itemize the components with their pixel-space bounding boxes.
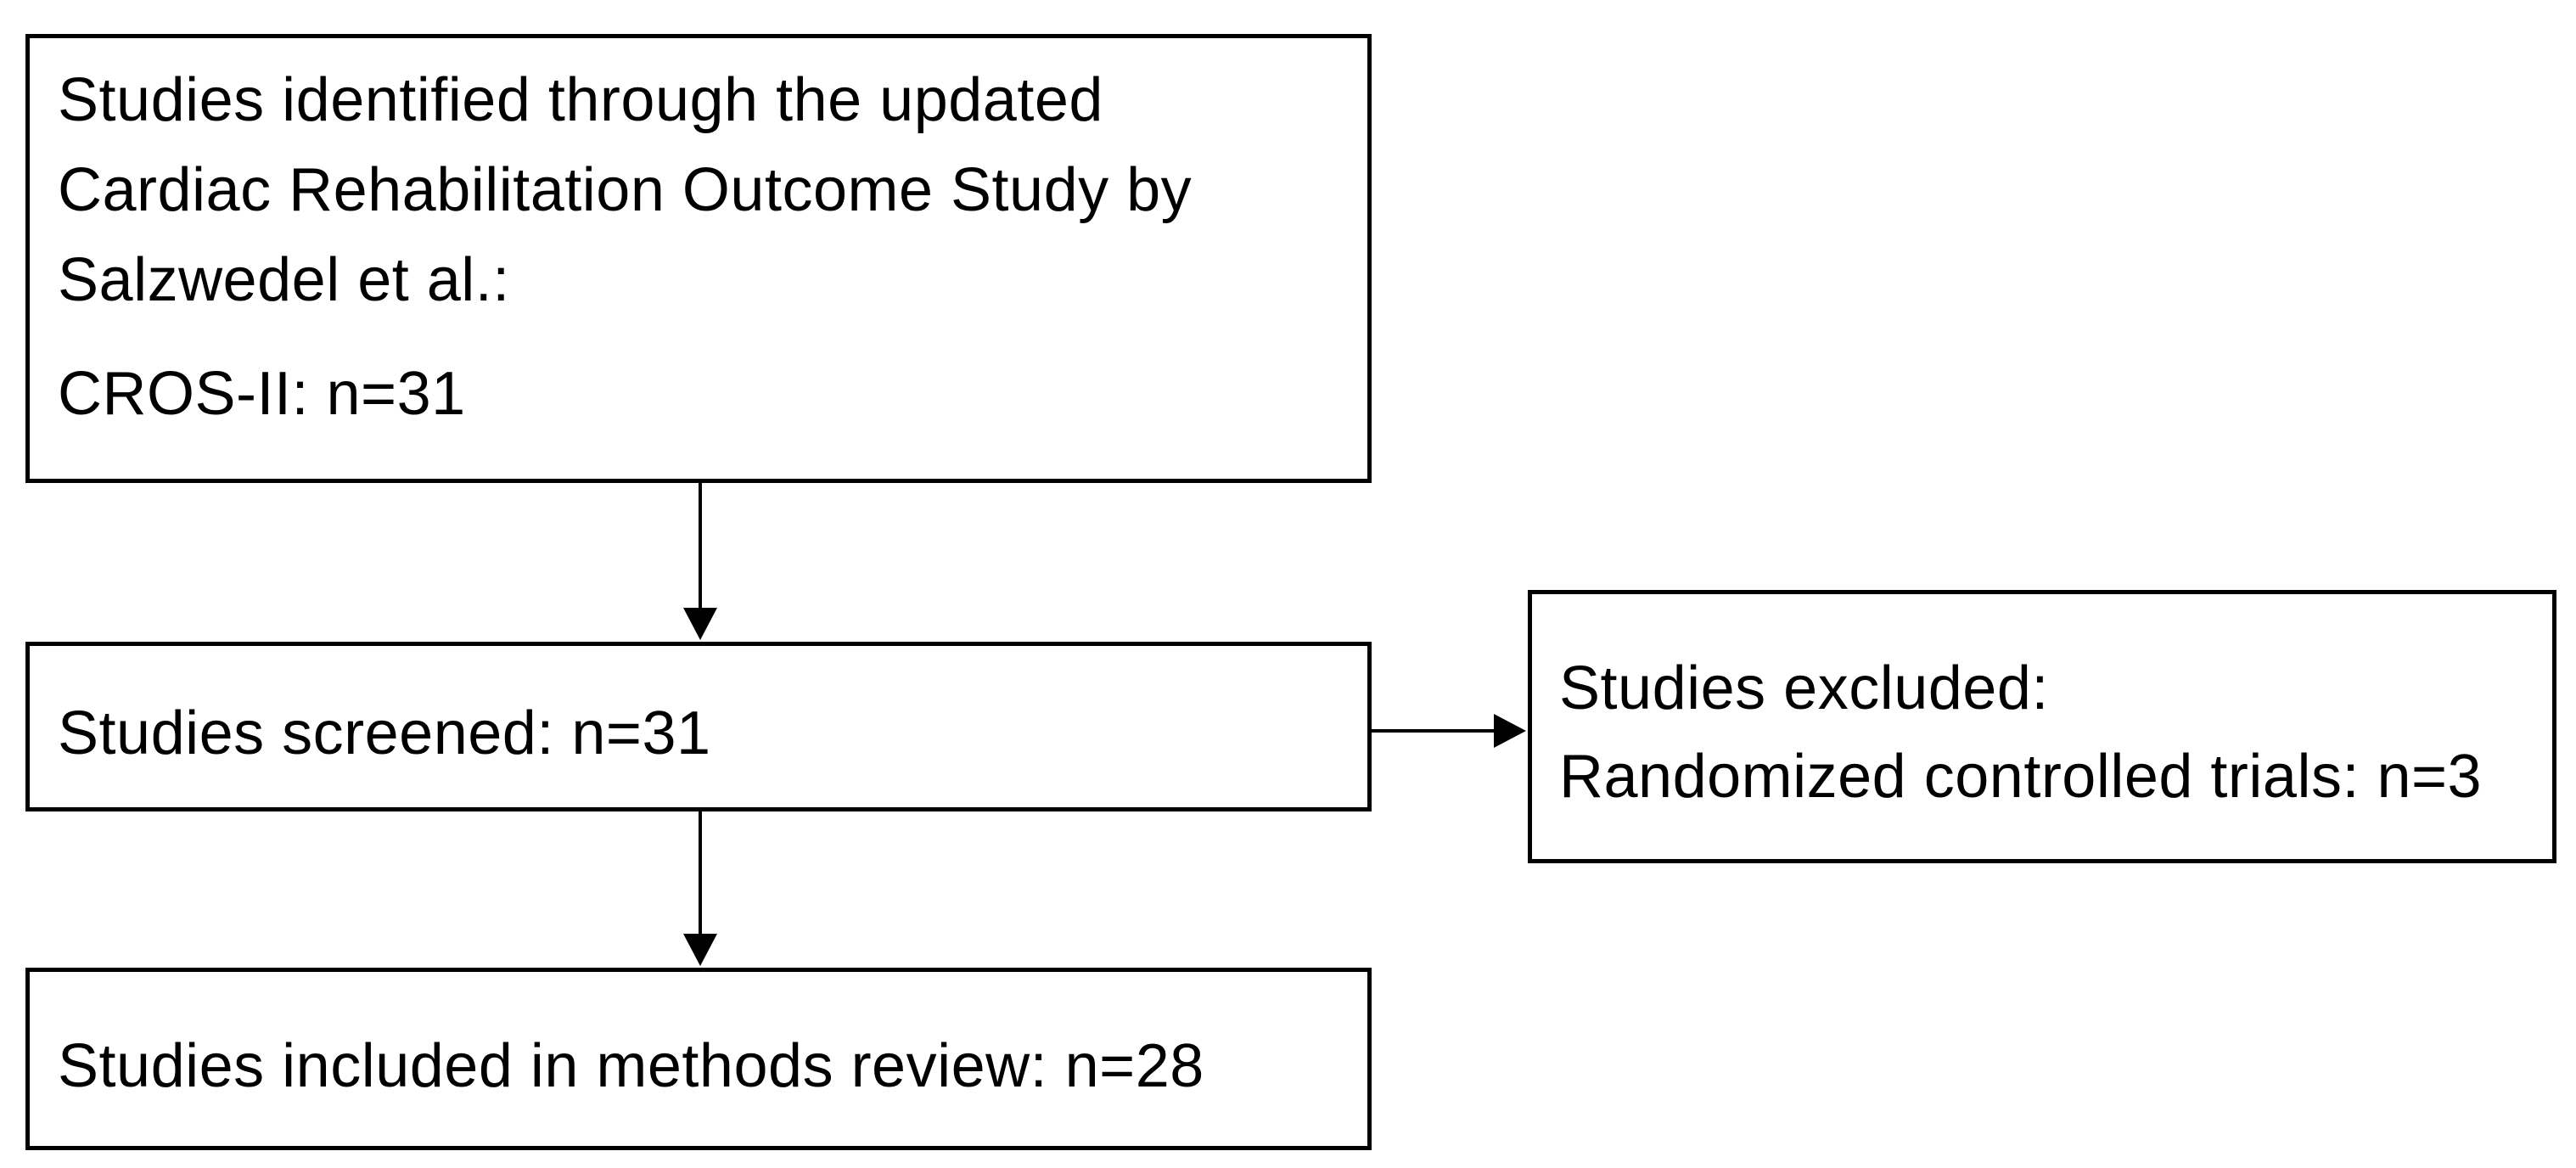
included-box [25,968,1372,1150]
identified-line-2: Cardiac Rehabilitation Outcome Study by [58,156,1193,224]
identified-line-4: CROS-II: n=31 [58,360,466,428]
excluded-line-1: Studies excluded: [1559,654,2049,722]
arrowhead-right [1494,714,1526,748]
included-line-1: Studies included in methods review: n=28 [58,1032,1204,1100]
identified-line-1: Studies identified through the updated [58,66,1103,134]
excluded-line-2: Randomized controlled trials: n=3 [1559,743,2483,811]
screened-box [25,642,1372,811]
identified-line-3: Salzwedel et al.: [58,246,510,314]
arrowhead-down-2 [683,934,717,966]
identified-box [25,34,1372,483]
excluded-box [1528,590,2556,863]
screened-line-1: Studies screened: n=31 [58,699,711,767]
arrowhead-down-1 [683,608,717,640]
